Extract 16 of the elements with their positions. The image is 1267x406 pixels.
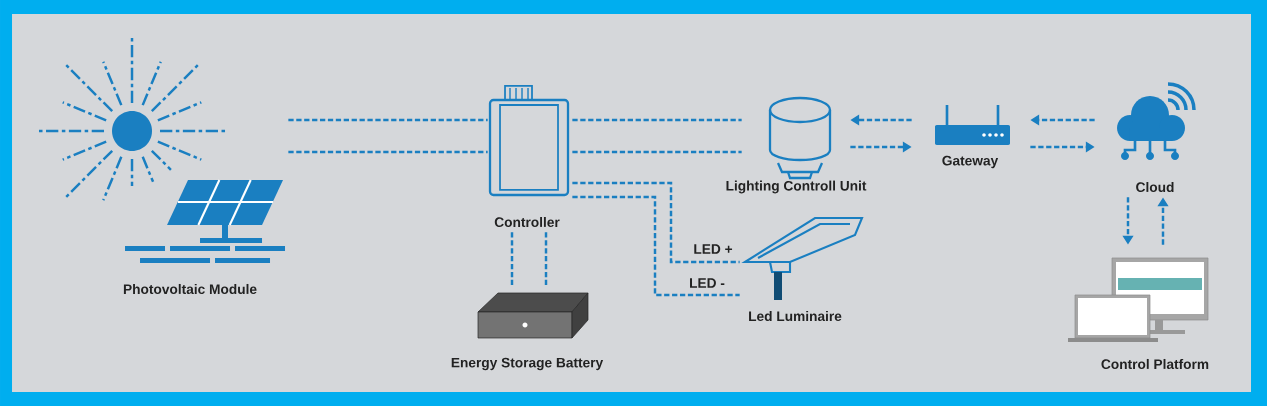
node-label: Control Platform xyxy=(1101,358,1209,370)
dashed-line xyxy=(510,232,514,288)
dashed-line xyxy=(572,181,740,264)
dashed-line xyxy=(288,150,488,154)
node-label: Photovoltaic Module xyxy=(123,283,257,295)
node-label: Controller xyxy=(494,216,560,228)
node-label: Energy Storage Battery xyxy=(451,357,604,371)
dashed-line xyxy=(572,150,742,154)
node-label: Lighting Controll Unit xyxy=(726,180,867,194)
dashed-line xyxy=(572,195,740,297)
dashed-line xyxy=(288,118,488,122)
dashed-line xyxy=(572,118,742,122)
node-label: Gateway xyxy=(942,155,999,169)
dashed-line xyxy=(544,232,548,288)
node-label: Led Luminaire xyxy=(749,310,842,322)
node-label: Cloud xyxy=(1136,181,1174,193)
